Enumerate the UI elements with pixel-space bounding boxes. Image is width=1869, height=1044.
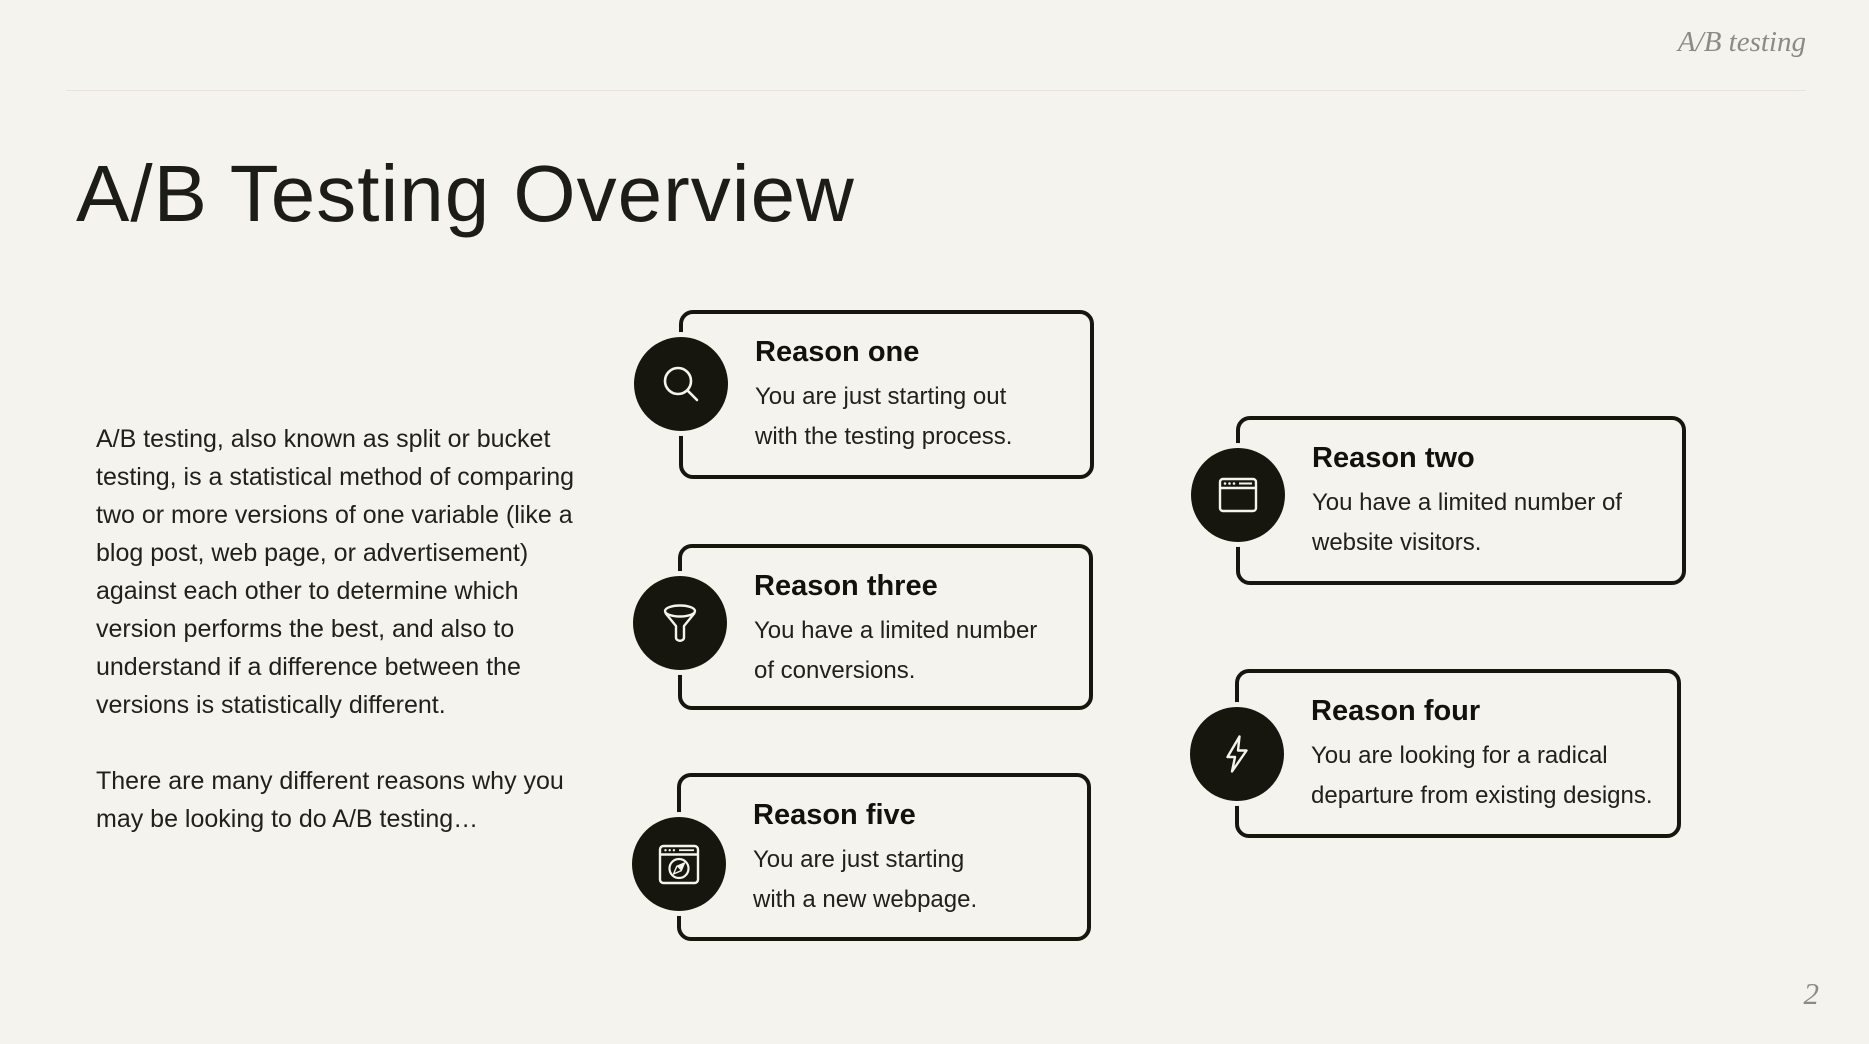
funnel-icon <box>633 576 727 670</box>
reason-text-line: You have a limited number <box>754 617 1038 644</box>
reason-title: Reason two <box>1312 442 1475 474</box>
reason-title: Reason five <box>753 799 916 831</box>
reason-text-line: of conversions. <box>754 657 916 684</box>
page-title: A/B Testing Overview <box>76 149 855 238</box>
reason-text-line: You are just starting out <box>755 383 1007 410</box>
intro-paragraph-1: A/B testing, also known as split or buck… <box>96 425 575 719</box>
reason-text-line: You are looking for a radical <box>1311 742 1608 769</box>
header-divider <box>66 90 1806 91</box>
reason-text-line: You are just starting <box>753 846 965 873</box>
page-number: 2 <box>1803 976 1820 1011</box>
browser-compass-icon <box>632 817 726 911</box>
reason-title: Reason four <box>1311 695 1481 727</box>
intro-paragraph-2: There are many different reasons why you… <box>96 767 564 833</box>
slide-header-label: A/B testing <box>1677 26 1806 58</box>
reason-one-card: Reason one You are just starting out wit… <box>634 310 1094 479</box>
reason-five-card: Reason five You are just starting with a… <box>632 773 1091 941</box>
lightning-bolt-icon <box>1190 706 1284 801</box>
reason-text-line: You have a limited number of <box>1312 489 1622 516</box>
reason-two-card: Reason two You have a limited number of … <box>1191 416 1686 585</box>
reason-title: Reason one <box>755 336 920 368</box>
reason-text-line: website visitors. <box>1312 529 1482 556</box>
reason-four-card: Reason four You are looking for a radica… <box>1190 669 1681 838</box>
reason-text-line: with a new webpage. <box>753 886 978 913</box>
reason-three-card: Reason three You have a limited number o… <box>633 544 1093 710</box>
reason-text-line: departure from existing designs. <box>1311 782 1653 809</box>
search-icon <box>634 336 728 431</box>
reason-title: Reason three <box>754 570 938 602</box>
intro-text-block: A/B testing, also known as split or buck… <box>96 420 596 838</box>
reason-text-line: with the testing process. <box>755 423 1013 450</box>
browser-window-icon <box>1191 447 1285 542</box>
